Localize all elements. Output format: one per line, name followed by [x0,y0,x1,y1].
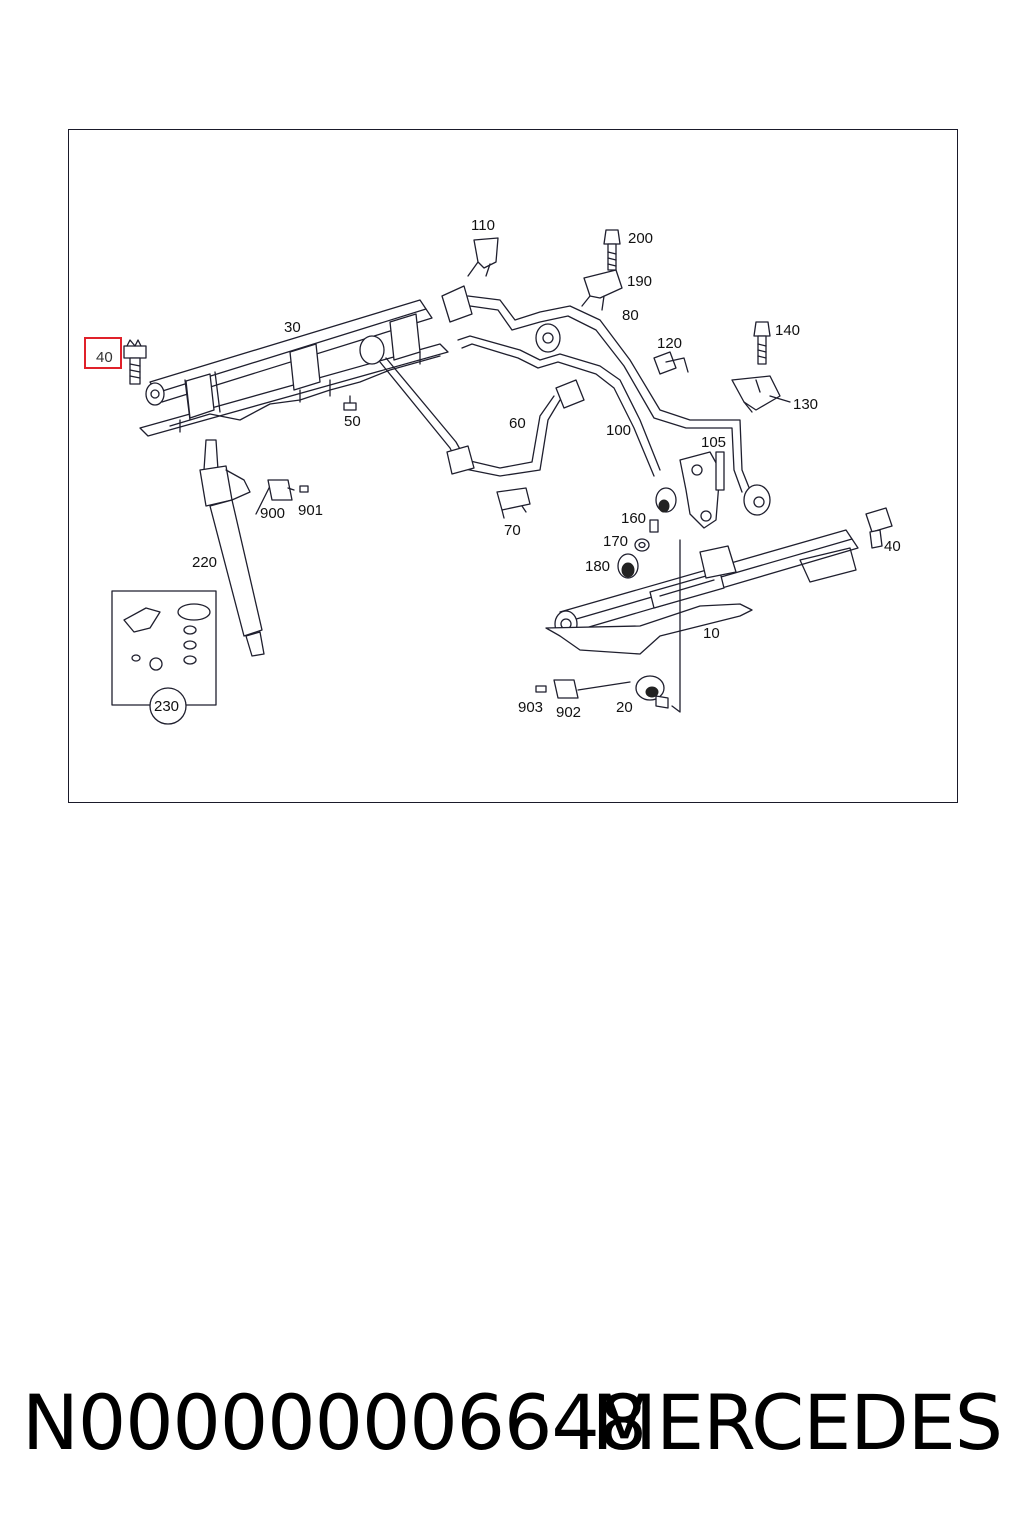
connector-900 [267,479,295,501]
clip-110 [467,237,499,277]
label-190: 190 [627,273,652,290]
label-50: 50 [344,413,361,430]
part-50 [343,395,357,411]
bracket-105 [679,451,725,529]
bolt-40-right [865,507,893,549]
label-120: 120 [657,335,682,352]
bolt-200 [603,229,621,271]
label-40-right: 40 [884,538,901,555]
label-80: 80 [622,307,639,324]
label-901: 901 [298,502,323,519]
label-110: 110 [471,217,495,234]
kit-230 [111,590,217,725]
nut-180 [617,553,639,579]
washer-170 [634,538,650,552]
brand-name: MERCEDES [591,1378,1003,1467]
right-fuel-rail [545,529,859,713]
label-170: 170 [603,533,628,550]
label-10: 10 [703,625,720,642]
sensor-20 [635,675,669,709]
label-70: 70 [504,522,521,539]
label-20: 20 [616,699,633,716]
bracket-190 [581,269,623,311]
footer: N000000006648 MERCEDES [0,1378,1024,1468]
clip-70 [496,487,531,519]
label-900: 900 [260,505,285,522]
part-number: N000000006648 [22,1378,647,1467]
label-220: 220 [192,554,217,571]
highlight-box [84,337,122,369]
part-labels: 10 20 30 40 40 50 60 70 80 100 105 110 1… [96,217,901,721]
label-180: 180 [585,558,610,575]
left-fuel-rail [139,299,449,437]
fitting-160 [649,487,677,533]
label-200: 200 [628,230,653,247]
label-140: 140 [775,322,800,339]
label-130: 130 [793,396,818,413]
fuel-line-60 [359,335,585,477]
bolt-140 [753,321,771,365]
pin-901 [299,485,309,493]
clip-120 [653,351,689,375]
label-903: 903 [518,699,543,716]
diagram-frame [68,129,958,803]
label-105: 105 [701,434,726,451]
label-40-left: 40 [96,349,113,366]
fuel-line-80 [441,285,771,516]
label-902: 902 [556,704,581,721]
label-60: 60 [509,415,526,432]
label-100: 100 [606,422,631,439]
injector-220 [199,439,271,657]
pin-903 [535,685,547,693]
label-230: 230 [154,698,179,715]
bolt-40-left [123,339,147,385]
clip-130 [731,375,791,413]
connector-902 [553,679,579,699]
label-30: 30 [284,319,301,336]
label-160: 160 [621,510,646,527]
leader-902 [577,681,631,691]
fuel-line-100 [457,323,661,477]
